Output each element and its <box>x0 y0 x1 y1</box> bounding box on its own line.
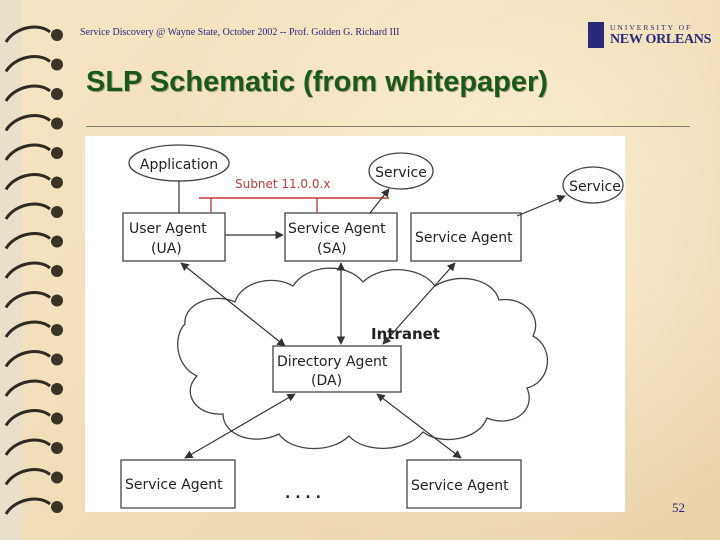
binding-hole <box>51 59 63 71</box>
title-divider <box>86 126 690 127</box>
logo-mark-icon <box>588 22 604 48</box>
logo-line-1: UNIVERSITY OF <box>610 23 692 32</box>
binding-hole <box>51 442 63 454</box>
service-agent-right-label: Service Agent <box>415 230 513 246</box>
logo-line-2: NEW ORLEANS <box>610 32 711 48</box>
slide-title: SLP Schematic (from whitepaper) <box>86 66 548 99</box>
binding-hole <box>51 118 63 130</box>
application-label: Application <box>140 157 218 173</box>
service-agent-bottom-left-label: Service Agent <box>125 477 223 493</box>
binding-hole <box>51 501 63 513</box>
user-agent-label: User Agent <box>129 221 207 237</box>
service-agent-label: Service Agent <box>288 221 386 237</box>
university-logo: UNIVERSITY OF NEW ORLEANS <box>588 20 700 52</box>
directory-agent-label: Directory Agent <box>277 354 388 370</box>
binding-hole <box>51 472 63 484</box>
user-agent-abbr: (UA) <box>151 241 182 257</box>
binding-hole <box>51 295 63 307</box>
binding-hole <box>51 29 63 41</box>
ellipsis-label: . . . . <box>285 486 321 502</box>
binding-hole <box>51 88 63 100</box>
binding-hole <box>51 177 63 189</box>
binding-hole <box>51 324 63 336</box>
binding-hole <box>51 147 63 159</box>
slp-diagram: Application Subnet 11.0.0.x Service Serv… <box>85 136 625 512</box>
page-number: 52 <box>672 500 685 516</box>
binding-hole <box>51 383 63 395</box>
service-agent-bottom-right-label: Service Agent <box>411 478 509 494</box>
binding-hole <box>51 265 63 277</box>
service-label-2: Service <box>569 179 621 195</box>
service-label-1: Service <box>375 165 427 181</box>
subnet-label: Subnet 11.0.0.x <box>235 177 330 191</box>
binding-hole <box>51 236 63 248</box>
binding-hole <box>51 413 63 425</box>
binding-hole <box>51 354 63 366</box>
binding-hole <box>51 206 63 218</box>
service-agent-abbr: (SA) <box>317 241 347 257</box>
directory-agent-abbr: (DA) <box>311 373 342 389</box>
intranet-label: Intranet <box>371 325 440 343</box>
header-text: Service Discovery @ Wayne State, October… <box>80 27 400 38</box>
spiral-binding <box>0 0 82 540</box>
